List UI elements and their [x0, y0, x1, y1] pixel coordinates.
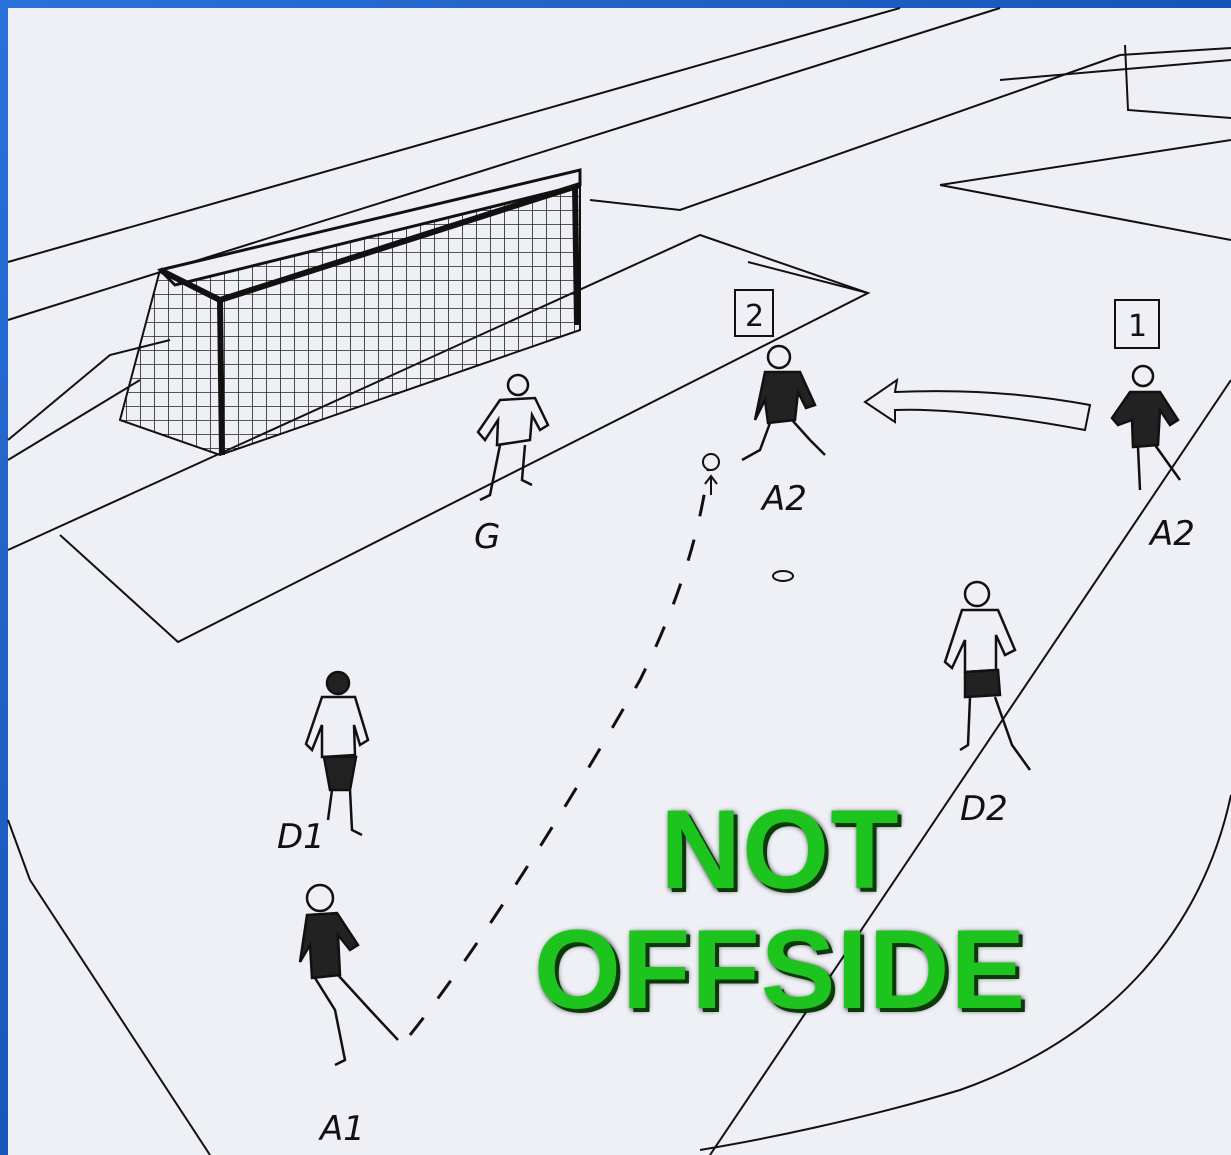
verdict-line-1: NOT [440, 790, 1120, 910]
verdict-line-2: OFFSIDE [440, 910, 1120, 1030]
ball-shadow-icon [773, 571, 793, 581]
defender-d1-label: D1 [277, 817, 325, 857]
goalkeeper-label: G [474, 517, 500, 557]
position-box-1: 1 [1115, 300, 1159, 348]
attacker-a1-label: A1 [318, 1109, 365, 1149]
position-box-1-label: 1 [1128, 309, 1147, 344]
verdict-text: NOT OFFSIDE [440, 790, 1120, 1030]
ball-icon [703, 454, 719, 470]
attacker-a2-receiving-label: A2 [760, 479, 807, 519]
attacker-a2-start-label: A2 [1148, 514, 1195, 554]
position-box-2-label: 2 [745, 299, 764, 334]
position-box-2: 2 [735, 290, 773, 336]
